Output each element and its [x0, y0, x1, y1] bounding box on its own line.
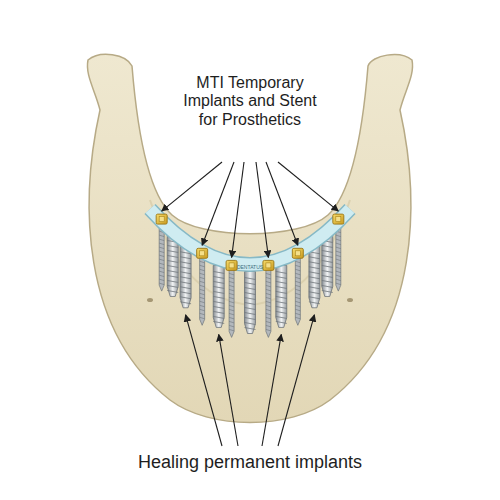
- temporary-implant-head: [263, 260, 274, 270]
- temporary-implant-screw: [295, 251, 300, 325]
- leader-arrow: [202, 162, 234, 245]
- leader-arrow: [219, 334, 238, 446]
- leader-arrow: [256, 162, 268, 257]
- permanent-implant: [276, 265, 287, 327]
- temporary-implant-head: [156, 214, 167, 224]
- leader-arrow: [278, 315, 314, 446]
- temporary-implant-head: [292, 248, 303, 258]
- temporary-implant-head: [197, 248, 208, 258]
- mental-foramen: [347, 298, 353, 302]
- permanent-implant: [245, 272, 256, 334]
- temporary-implant-head: [226, 260, 237, 270]
- temporary-implant-screw: [266, 263, 271, 337]
- temporary-implant-screw: [229, 263, 234, 337]
- temporary-implant-screw: [200, 251, 205, 325]
- leader-arrow: [232, 162, 244, 257]
- leader-arrow: [162, 162, 222, 211]
- permanent-implant: [309, 246, 320, 308]
- leader-arrow: [186, 315, 222, 446]
- leader-arrow: [278, 162, 338, 211]
- permanent-implant: [180, 246, 191, 308]
- permanent-implant: [213, 265, 224, 327]
- callout-label: MTI Temporary Implants and Stent for Pro…: [182, 74, 318, 129]
- leader-arrow: [262, 334, 281, 446]
- mental-foramen: [147, 298, 153, 302]
- implant-group: [150, 209, 350, 337]
- stent-bar: [150, 209, 350, 265]
- mandible-bone: [87, 54, 412, 422]
- temporary-implant-head: [333, 214, 344, 224]
- leader-group: [162, 162, 339, 446]
- callout-label: Healing permanent implants: [0, 452, 500, 474]
- stent-bar-outline: [150, 209, 350, 265]
- stent-brand-mark: DENTATUS: [234, 265, 266, 270]
